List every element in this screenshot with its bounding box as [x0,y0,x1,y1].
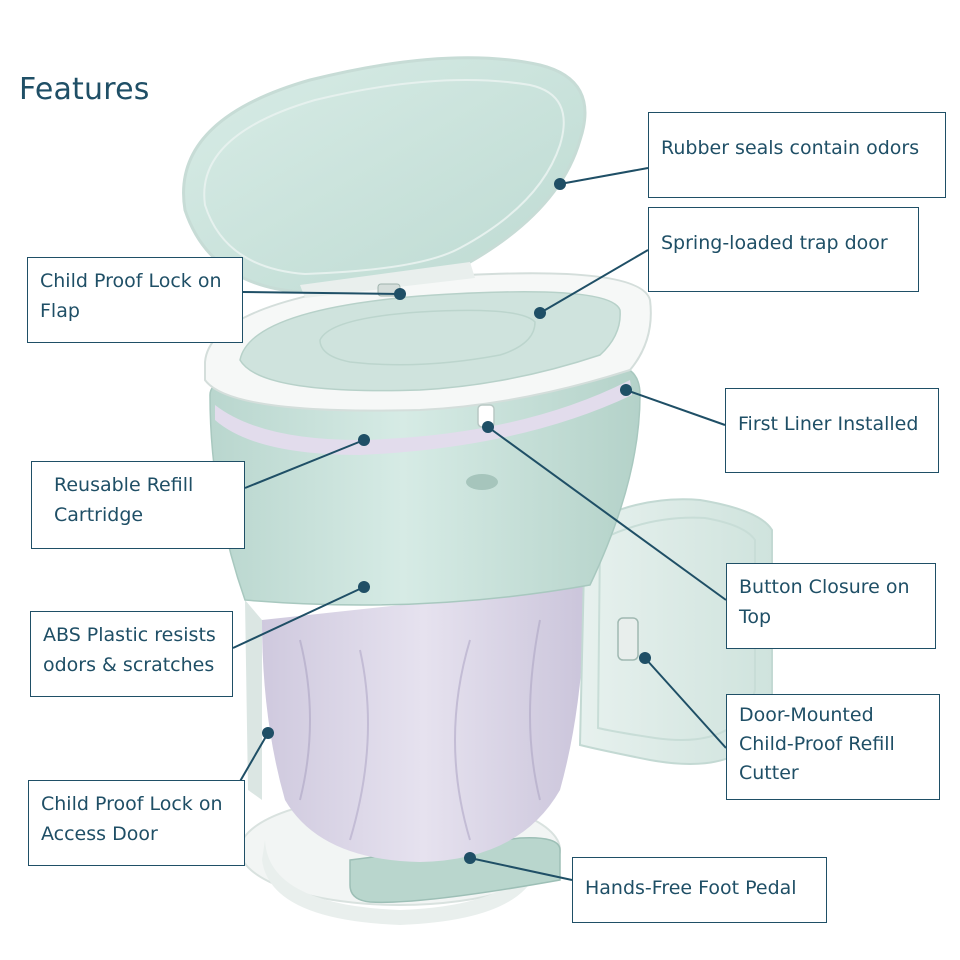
callout-text: Cartridge [54,504,144,526]
callout-rubber-seals: Rubber seals contain odors [648,112,946,198]
callout-dot [464,852,476,864]
callout-button-closure: Button Closure on Top [726,563,936,649]
callout-text: odors & scratches [43,654,215,676]
callout-dot [394,288,406,300]
callout-text: Child Proof Lock on [40,270,222,292]
callout-trap-door: Spring-loaded trap door [648,207,919,292]
callout-text: Reusable Refill [54,474,194,496]
callout-text: Child Proof Lock on [41,793,223,815]
callout-dot [639,652,651,664]
callout-text: Button Closure on [739,576,910,598]
callout-text: Door-Mounted [739,704,874,726]
leader-lines [232,167,727,881]
callout-dot [534,307,546,319]
page-title: Features [19,72,150,107]
callout-first-liner: First Liner Installed [725,388,939,473]
callout-refill-cartridge: Reusable Refill Cartridge [31,461,245,549]
callout-text: Top [739,606,772,628]
callout-text: Access Door [41,823,158,845]
callout-text: Hands-Free Foot Pedal [585,877,797,899]
callout-text: Cutter [739,762,799,784]
callout-dot [554,178,566,190]
bag [262,585,585,862]
callout-abs-plastic: ABS Plastic resists odors & scratches [30,611,233,697]
lid [182,56,587,298]
callout-foot-pedal: Hands-Free Foot Pedal [572,857,827,923]
callout-dot [620,384,632,396]
callout-refill-cutter: Door-Mounted Child-Proof Refill Cutter [726,694,940,800]
callout-text: First Liner Installed [738,413,919,435]
callout-text: Rubber seals contain odors [661,137,920,159]
callout-text: Flap [40,300,80,322]
callout-text: ABS Plastic resists [43,624,216,646]
callout-dot [482,421,494,433]
callout-lock-access-door: Child Proof Lock on Access Door [28,780,245,866]
callout-dot [262,727,274,739]
callout-text: Child-Proof Refill [739,733,895,755]
access-door [578,498,773,765]
callout-text: Spring-loaded trap door [661,232,888,254]
callout-dot [358,434,370,446]
callout-lock-flap: Child Proof Lock on Flap [27,257,243,343]
callout-dots [262,178,651,864]
callout-dot [358,581,370,593]
